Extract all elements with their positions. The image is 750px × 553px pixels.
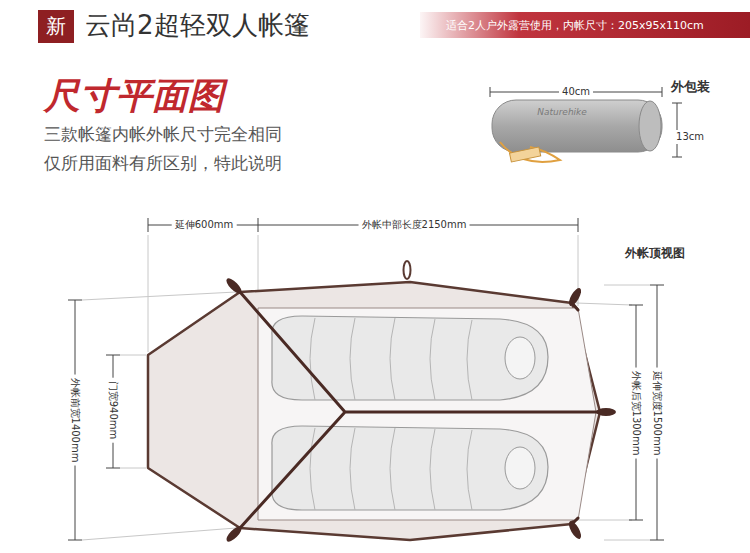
dimension-label: 外帐中部长度2150mm [359,218,470,232]
bag-end [639,101,661,151]
bag-quilting [310,318,472,400]
section-heading: 尺寸平面图 [44,74,224,117]
bag-hood [505,447,535,489]
dimension-label: 13cm [673,130,707,144]
sleeping-bag [272,316,548,400]
guy-loop [404,261,411,279]
bag-tag [509,147,540,162]
node-text: 新 [46,13,66,40]
dimension-line [68,300,82,540]
package-caption: 外包装 [671,79,710,95]
inner-tent [258,308,596,520]
dimension-label: 门宽940mm [106,378,120,443]
dimension-lines [68,218,664,540]
bag-strap [500,142,560,162]
pole-tips [224,276,616,544]
note-text: 仅所用面料有所区别，特此说明 [44,153,282,173]
bag-quilting [310,428,472,510]
sleeping-bag [272,426,548,510]
bag-outline [272,316,548,400]
new-badge: 新 [38,10,74,43]
tent-fly-outline [148,282,600,540]
page-title: 云尚2超轻双人帐篷 [85,10,310,41]
tent-pole [240,292,600,528]
dimension-line [106,355,120,468]
package-bag [492,100,662,162]
pole-tip [224,276,244,296]
extension-lines [82,235,650,540]
dimension-line [148,218,578,232]
view-caption: 外帐顶视图 [625,246,685,260]
pole-tip [567,519,584,540]
pole-tip [224,524,244,544]
dimension-label: 外帐前宽1400mm [68,375,82,466]
bag-hood [505,337,535,379]
info-band: 适合2人户外露营使用，内帐尺寸：205x95x110cm [420,12,750,38]
pole-tip [596,408,616,416]
note-text: 三款帐篷内帐外帐尺寸完全相同 [44,124,282,144]
brand-print: Naturehike [537,107,587,118]
pole-tip [567,286,584,307]
bag-outline [272,426,548,510]
dimension-label: 延伸600mm [172,218,237,232]
node-text: 适合2人户外露营使用，内帐尺寸：205x95x110cm [446,18,704,33]
bag-body [492,100,662,152]
dimension-label: 外帐后宽1300mm [629,368,643,459]
dimension-label: 40cm [559,85,593,99]
dimension-label: 延伸宽度1500mm [650,368,664,459]
dimension-line [650,285,664,540]
dimension-line [629,305,643,520]
